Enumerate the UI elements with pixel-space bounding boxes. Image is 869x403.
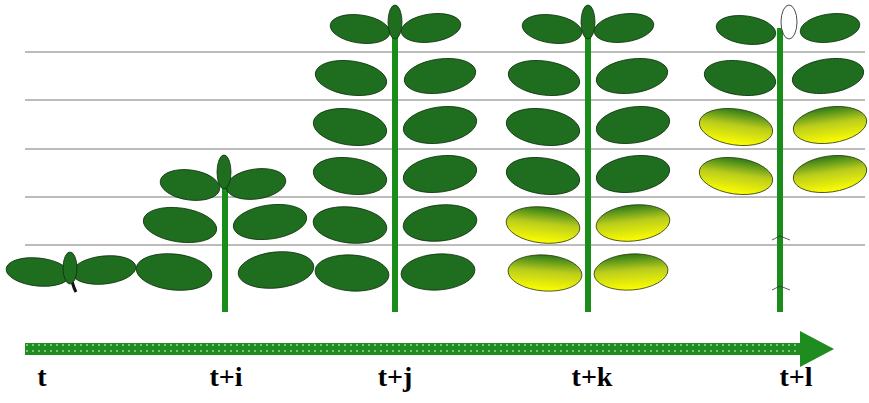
stem (777, 28, 783, 312)
leaf (504, 153, 582, 199)
leaf (236, 248, 315, 292)
leaf (592, 10, 655, 46)
leaf (504, 104, 582, 150)
time-label: t+l (779, 362, 812, 393)
grid-line (25, 197, 865, 198)
leaf (702, 56, 778, 100)
leaf (311, 153, 389, 199)
bud (581, 5, 595, 39)
leaf (158, 166, 222, 204)
seedling (5, 252, 138, 292)
leaf (134, 250, 213, 294)
white-bud (781, 5, 797, 39)
yellow-leaf (791, 151, 869, 197)
leaf (714, 12, 777, 48)
leaf (506, 56, 582, 100)
old-plant (697, 5, 869, 312)
time-label: t+k (572, 362, 613, 393)
mature-plant (311, 5, 479, 312)
time-label: t (37, 362, 46, 393)
yellow-leaf (594, 201, 671, 245)
stem (392, 22, 398, 312)
leaf (790, 54, 866, 98)
leaf (311, 104, 389, 150)
grid-line (25, 149, 865, 150)
leaf (798, 10, 861, 46)
leaf (313, 56, 389, 100)
bud (388, 5, 402, 39)
leaf-scar (772, 236, 790, 240)
leaf (594, 151, 672, 197)
grid-line (25, 245, 865, 246)
leaf (401, 102, 479, 148)
leaf (224, 165, 288, 203)
stem (222, 180, 228, 312)
time-arrow (25, 331, 834, 367)
leaf (311, 203, 388, 247)
leaf (399, 10, 462, 46)
leaf (231, 200, 309, 244)
senescing-plant (504, 5, 672, 312)
yellow-leaf (697, 104, 775, 150)
time-label: t+j (378, 362, 413, 393)
leaf (314, 252, 390, 293)
leaf-scar (772, 286, 790, 290)
yellow-leaf (791, 102, 869, 148)
leaf (594, 54, 670, 98)
leaf (520, 11, 583, 47)
yellow-leaf (593, 251, 669, 292)
stem (585, 22, 591, 312)
arrow-shaft (25, 343, 803, 355)
leaf (400, 251, 476, 292)
leaf (401, 151, 479, 197)
grid-line (25, 100, 865, 101)
leaf (5, 255, 72, 290)
young-plant (134, 155, 315, 312)
leaf (594, 102, 672, 148)
bud (217, 155, 231, 189)
leaf (71, 253, 138, 288)
yellow-leaf (504, 203, 581, 247)
leaf (402, 54, 478, 98)
yellow-leaf (507, 252, 583, 293)
bud (63, 252, 77, 284)
leaf (328, 11, 391, 47)
leaf (401, 201, 478, 245)
time-label: t+i (209, 362, 242, 393)
leaf (141, 203, 219, 247)
yellow-leaf (697, 153, 775, 199)
grid-line (25, 52, 865, 53)
